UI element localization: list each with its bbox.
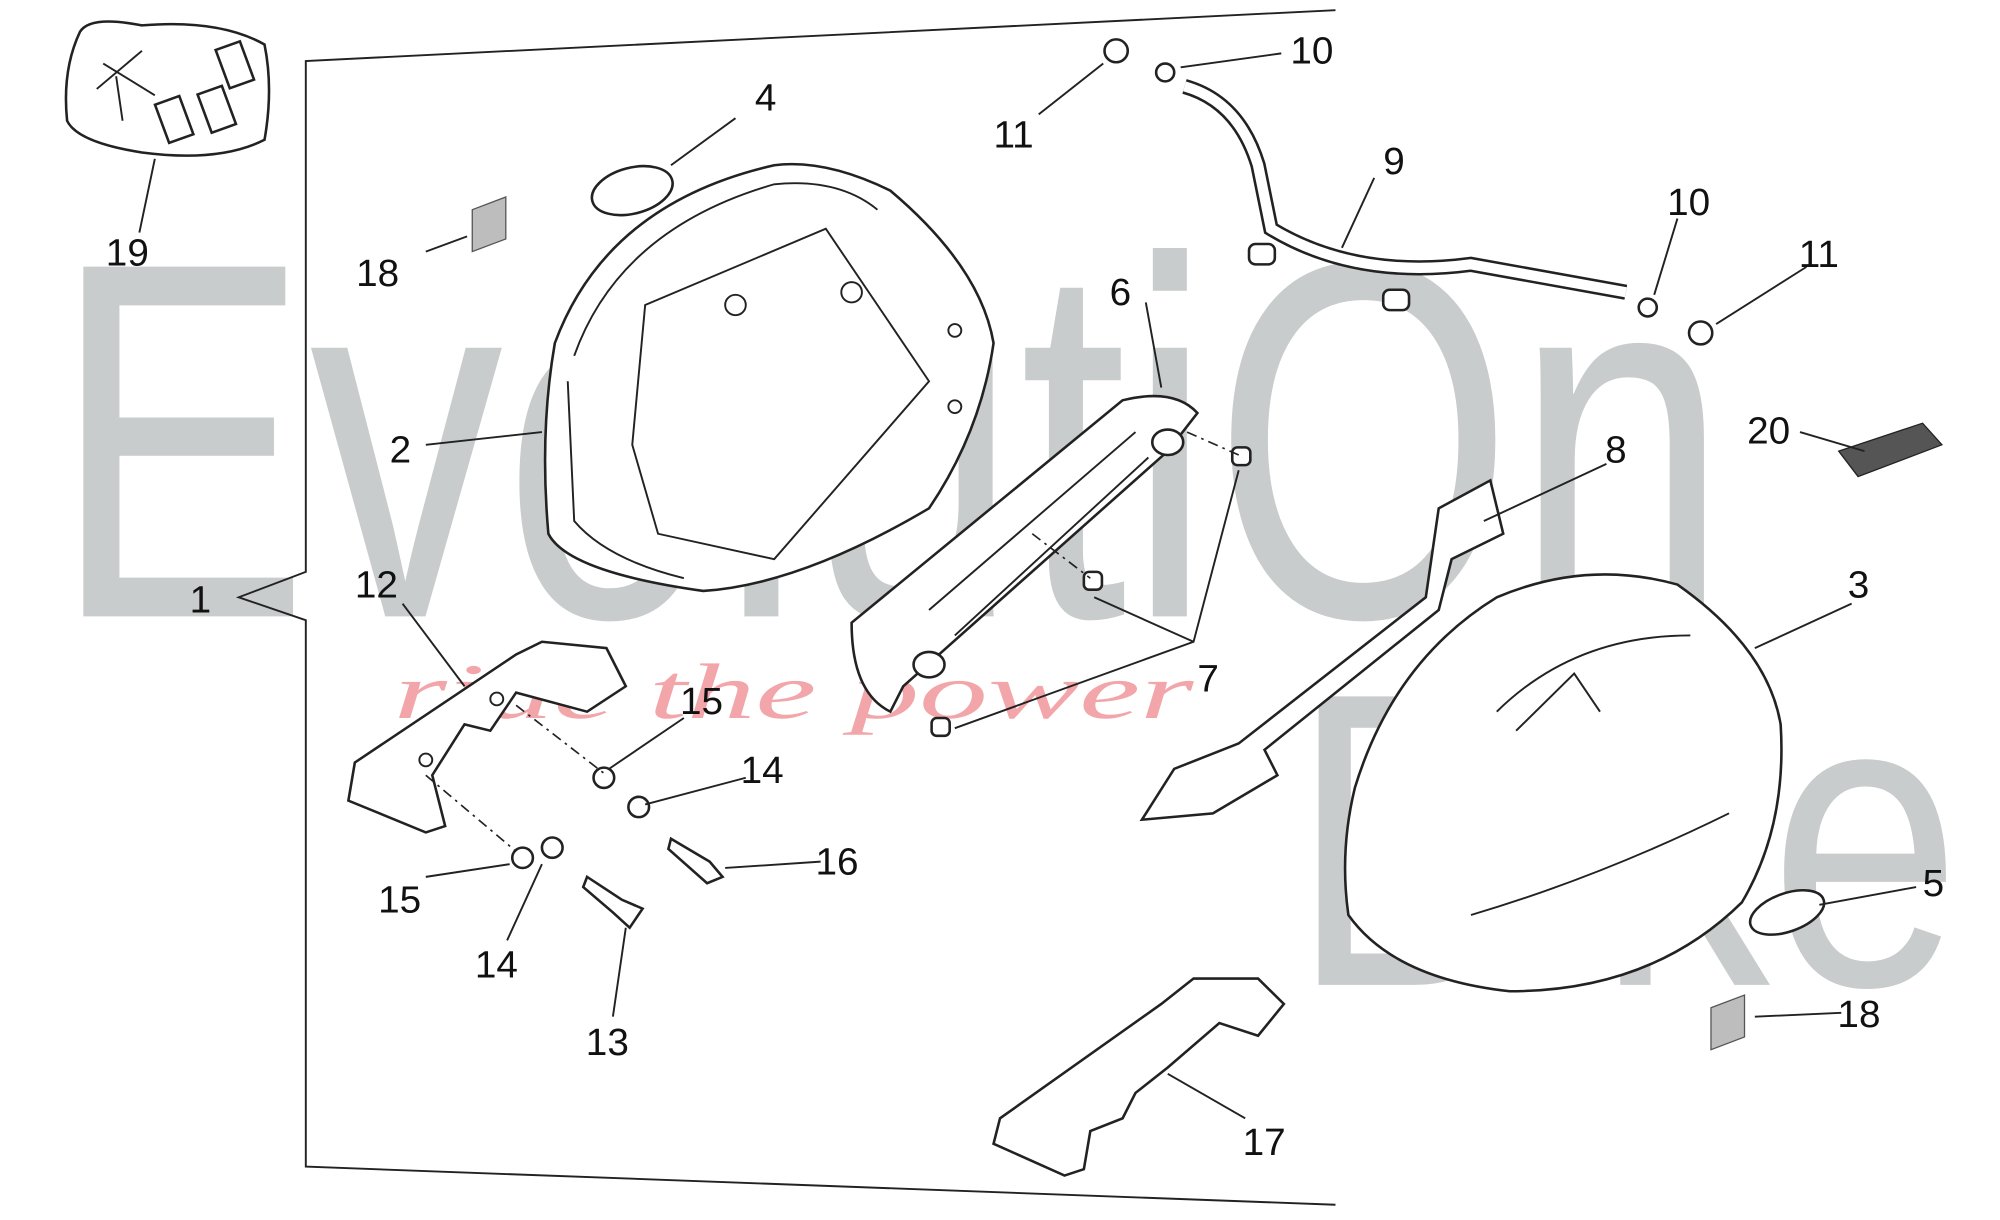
callout-14: 14 [741,749,784,792]
callout-9: 9 [1383,140,1405,183]
bracket-12 [346,640,725,930]
callout-15b: 15 [378,879,421,922]
callout-20: 20 [1747,410,1790,453]
callout-15: 15 [680,680,723,723]
hardware-bag [64,20,271,157]
callout-16: 16 [815,841,858,884]
callout-13: 13 [586,1021,629,1064]
reflector-20 [1837,422,1944,478]
strap-8 [1139,478,1505,822]
callout-18: 18 [356,252,399,295]
label-sticker-18b [1710,994,1746,1051]
callout-17: 17 [1243,1121,1286,1164]
callout-19: 19 [106,232,149,275]
callout-6: 6 [1110,271,1132,314]
bracket-17 [992,977,1286,1177]
gasket-4 [590,164,674,217]
callout-2: 2 [390,429,412,472]
callout-10: 10 [1290,30,1333,73]
callout-7: 7 [1197,658,1219,701]
callout-18b: 18 [1837,993,1880,1036]
callout-11b: 11 [1799,233,1839,276]
callout-12: 12 [355,564,398,607]
callout-14b: 14 [475,944,518,987]
kit-bracket [235,9,1336,1206]
leader-lines [138,52,1917,1120]
callout-11: 11 [994,114,1034,157]
callout-1: 1 [190,579,212,622]
mounting-plate [850,394,1252,738]
left-case [543,162,995,593]
callout-4: 4 [755,77,777,120]
right-case [1343,573,1826,993]
callout-8: 8 [1605,429,1627,472]
callout-10b: 10 [1667,181,1710,224]
callout-labels: 1 2 3 4 5 6 7 8 9 10 10 11 11 12 13 14 1… [106,30,1944,1164]
callout-5: 5 [1923,862,1945,905]
label-sticker-18 [471,196,507,253]
rail [1103,38,1714,346]
callout-3: 3 [1848,564,1870,607]
